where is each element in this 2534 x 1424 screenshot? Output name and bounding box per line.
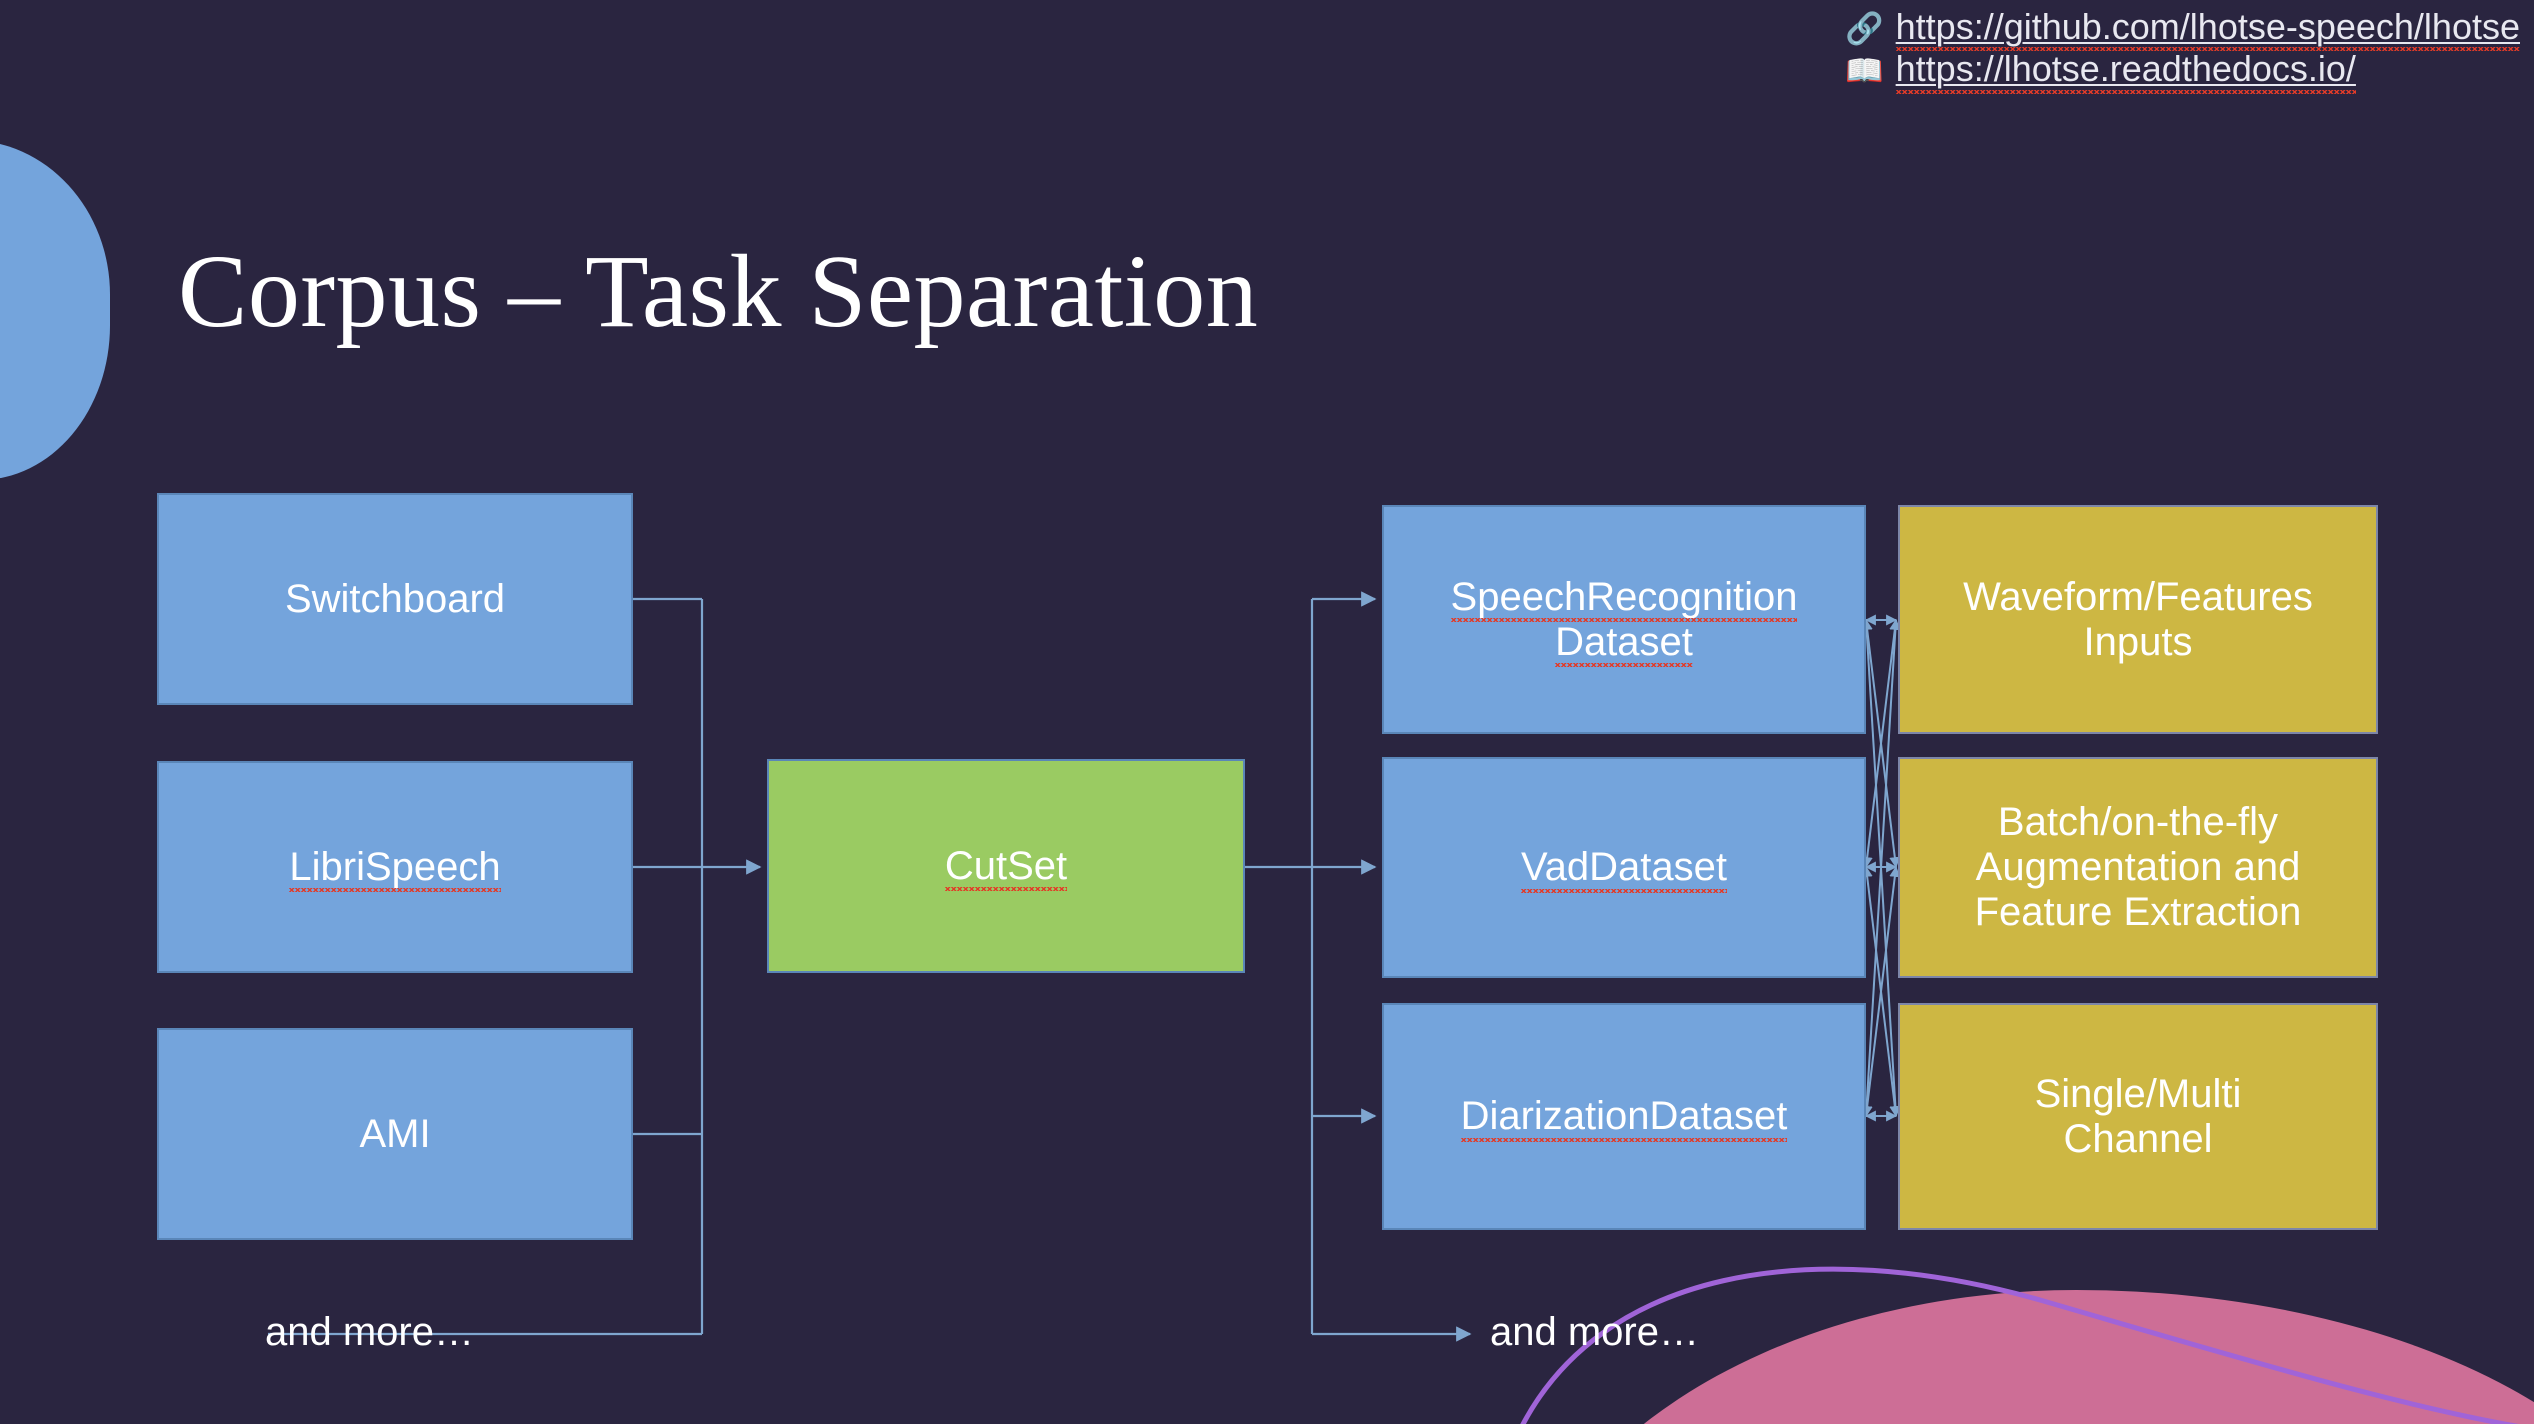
feature-label-line1: Batch/on-the-fly	[1997, 800, 2279, 845]
dataset-label: VadDataset	[1520, 845, 1728, 893]
feature-label: Waveform/Features Inputs	[1963, 575, 2313, 665]
datasets-and-more-label: and more…	[1490, 1310, 1699, 1354]
dataset-label-line1: SpeechRecognition	[1450, 574, 1798, 619]
cutset-label: CutSet	[944, 843, 1068, 892]
docs-link-text[interactable]: https://lhotse.readthedocs.io/	[1895, 48, 2357, 95]
feature-box-augmentation[interactable]: Batch/on-the-fly Augmentation and Featur…	[1898, 757, 2378, 978]
dataset-label: DiarizationDataset	[1460, 1094, 1788, 1142]
dataset-label-line2: Dataset	[1555, 619, 1693, 664]
corpus-box-ami[interactable]: AMI	[157, 1028, 633, 1240]
corpus-label: LibriSpeech	[289, 844, 501, 893]
feature-label: Single/Multi Channel	[2035, 1072, 2242, 1162]
dataset-box-diarization[interactable]: DiarizationDataset	[1382, 1003, 1866, 1230]
repo-link-text[interactable]: https://github.com/lhotse-speech/lhotse	[1895, 6, 2521, 52]
feature-label-line2: Augmentation and	[1975, 845, 2301, 890]
corpus-box-librispeech[interactable]: LibriSpeech	[157, 761, 633, 973]
book-icon: 📖	[1845, 53, 1884, 89]
cutset-box[interactable]: CutSet	[767, 759, 1245, 973]
docs-link-row[interactable]: 📖 https://lhotse.readthedocs.io/	[1845, 48, 2520, 95]
feature-label-line2: Channel	[2063, 1116, 2213, 1161]
page-title: Corpus – Task Separation	[178, 234, 1259, 349]
feature-label-line2: Inputs	[2083, 619, 2193, 664]
link-icon: 🔗	[1845, 11, 1884, 46]
dataset-box-vad[interactable]: VadDataset	[1382, 757, 1866, 978]
repo-link-row[interactable]: 🔗 https://github.com/lhotse-speech/lhots…	[1845, 6, 2521, 52]
feature-box-inputs[interactable]: Waveform/Features Inputs	[1898, 505, 2378, 734]
corpus-label: Switchboard	[284, 576, 506, 621]
dataset-label: SpeechRecognition Dataset	[1451, 575, 1798, 665]
dataset-box-speechrecognition[interactable]: SpeechRecognition Dataset	[1382, 505, 1866, 734]
header-links: 🔗 https://github.com/lhotse-speech/lhots…	[1845, 6, 2521, 95]
feature-label-line3: Feature Extraction	[1974, 889, 2302, 934]
feature-label-line1: Waveform/Features	[1963, 574, 2313, 619]
feature-label-line1: Single/Multi	[2034, 1071, 2242, 1116]
feature-box-channel[interactable]: Single/Multi Channel	[1898, 1003, 2378, 1230]
corpora-and-more-label: and more…	[265, 1310, 474, 1354]
corpus-label: AMI	[359, 1111, 431, 1156]
feature-label: Batch/on-the-fly Augmentation and Featur…	[1975, 800, 2302, 934]
corpus-box-switchboard[interactable]: Switchboard	[157, 493, 633, 705]
